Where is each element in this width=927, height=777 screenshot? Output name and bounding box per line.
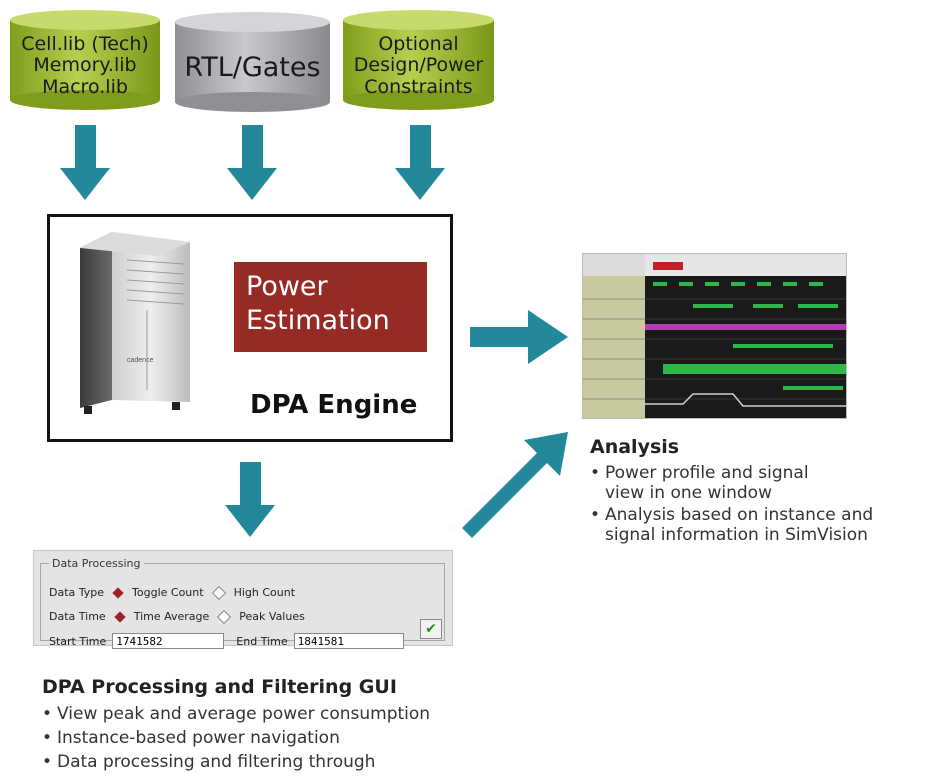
gui-bullet-1: View peak and average power consumption [42, 702, 430, 726]
server-brand: cadence [127, 357, 154, 364]
constraints-cylinder [343, 10, 494, 110]
library-memory: Memory.lib [33, 54, 137, 77]
analysis-bullet-1-line-1: Power profile and signal [605, 463, 809, 483]
time-average-radio[interactable] [114, 610, 126, 623]
gui-bullet-3: Data processing and filtering through [42, 750, 430, 774]
high-count-label[interactable]: High Count [233, 586, 296, 599]
analysis-bullet-2-line-1: Analysis based on instance and [605, 505, 874, 525]
start-time-input[interactable] [112, 633, 225, 649]
constraints-line-1: Optional [378, 33, 459, 56]
time-range-row: Start Time End Time [49, 633, 404, 649]
end-time-label: End Time [236, 634, 288, 648]
apply-check-button[interactable]: ✔ [420, 619, 442, 639]
constraints-line-3: Constraints [364, 75, 473, 98]
rtl-gates-label: RTL/Gates [184, 51, 321, 83]
input-cylinders [10, 10, 494, 112]
data-type-row: Data Type Toggle Count High Count [49, 585, 296, 600]
peak-values-radio[interactable] [217, 609, 232, 624]
library-cell: Cell.lib (Tech) [21, 33, 149, 56]
data-processing-panel: Data Processing Data Type Toggle Count H… [33, 550, 453, 649]
checkmark-icon: ✔ [425, 621, 437, 637]
analysis-title: Analysis [590, 436, 680, 458]
peak-values-label[interactable]: Peak Values [239, 610, 305, 623]
gui-section-bullets: View peak and average power consumption … [42, 702, 430, 774]
power-estimation-line-1: Power [246, 271, 328, 302]
arrow-down-constraints [395, 125, 445, 200]
data-processing-legend: Data Processing [52, 557, 141, 570]
analysis-bullet-1-line-2: view in one window [605, 483, 772, 503]
toggle-count-radio[interactable] [112, 586, 124, 599]
data-time-row: Data Time Time Average Peak Values [49, 609, 305, 624]
time-average-label[interactable]: Time Average [133, 610, 210, 623]
data-processing-fieldset: Data Processing Data Type Toggle Count H… [40, 557, 445, 649]
arrow-down-rtl [227, 125, 277, 200]
analysis-bullet-2-line-2: signal information in SimVision [605, 525, 868, 545]
analysis-bullet-1: Power profile and signal view in one win… [590, 463, 873, 503]
start-time-label: Start Time [49, 634, 107, 648]
power-estimation-box: Power Estimation [234, 262, 427, 352]
dpa-engine-label: DPA Engine [250, 390, 418, 420]
rtl-gates-cylinder [175, 12, 330, 112]
server-image: cadence [80, 232, 190, 414]
high-count-radio[interactable] [211, 585, 226, 600]
gui-section-title: DPA Processing and Filtering GUI [42, 676, 397, 698]
simvision-waveform-screenshot [582, 253, 847, 419]
analysis-bullet-2: Analysis based on instance and signal in… [590, 505, 873, 545]
toggle-count-label[interactable]: Toggle Count [132, 586, 204, 599]
arrow-diagonal-analysis [462, 432, 568, 538]
libraries-label: Cell.lib (Tech) Memory.lib Macro.lib [10, 30, 160, 102]
arrow-down-libraries [60, 125, 110, 200]
end-time-input[interactable] [293, 633, 404, 649]
arrow-down-gui [225, 462, 275, 537]
waveform-graphic [583, 254, 846, 418]
libraries-cylinder [10, 10, 160, 110]
data-type-label: Data Type [49, 586, 105, 599]
gui-bullet-2: Instance-based power navigation [42, 726, 430, 750]
constraints-label: Optional Design/Power Constraints [343, 30, 494, 102]
power-estimation-line-2: Estimation [246, 304, 390, 336]
analysis-bullets: Power profile and signal view in one win… [590, 463, 873, 545]
arrow-right-analysis [470, 310, 568, 364]
library-macro: Macro.lib [42, 75, 128, 98]
data-time-label: Data Time [49, 610, 106, 623]
constraints-line-2: Design/Power [353, 54, 484, 77]
